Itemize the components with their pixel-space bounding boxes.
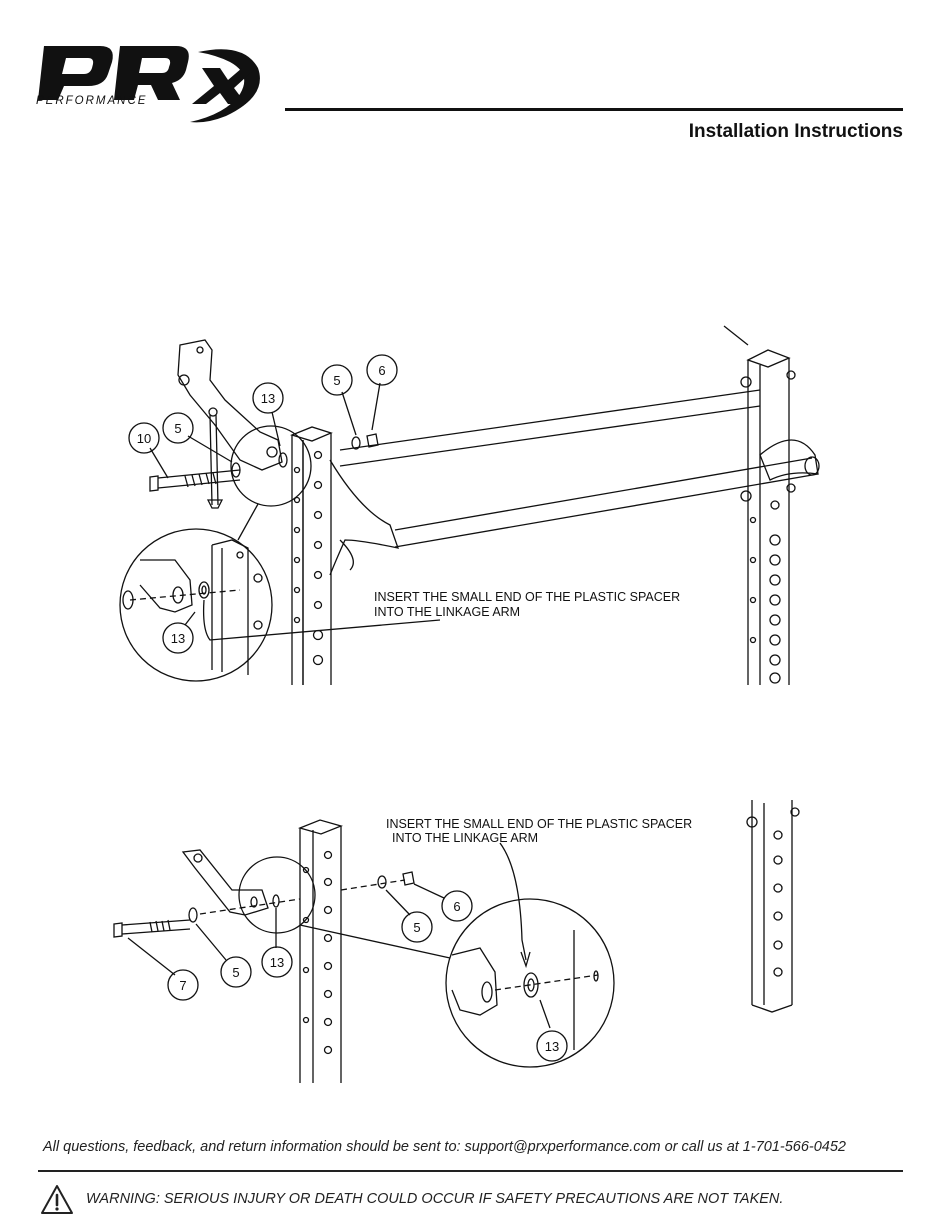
top-note-line2: INTO THE LINKAGE ARM — [374, 605, 520, 619]
figure-bottom — [113, 800, 800, 1083]
warning-text: WARNING: SERIOUS INJURY OR DEATH COULD O… — [86, 1191, 784, 1207]
top-note-line1: INSERT THE SMALL END OF THE PLASTIC SPAC… — [374, 590, 680, 604]
top-crossbars — [339, 389, 820, 548]
balloon-bottom-detail-13: 13 — [545, 1039, 559, 1054]
bottom-left-upright — [297, 819, 344, 1083]
bottom-linkage-arm — [181, 849, 269, 916]
top-linkage-arm — [177, 339, 283, 471]
bottom-balloons — [167, 890, 568, 1062]
bottom-note-line1: INSERT THE SMALL END OF THE PLASTIC SPAC… — [386, 817, 692, 831]
prx-logo-mark: PERFORMANCE — [36, 46, 260, 123]
figure-top — [119, 325, 820, 685]
top-note-leader — [202, 599, 441, 641]
bottom-detail-circle — [445, 898, 615, 1068]
page-title: Installation Instructions — [688, 121, 903, 142]
top-right-plate — [759, 439, 819, 481]
warning-icon — [41, 1185, 73, 1214]
top-balloons — [128, 354, 398, 654]
balloon-top-detail-13: 13 — [171, 631, 185, 646]
top-detail-circle — [119, 528, 273, 682]
warning-row: WARNING: SERIOUS INJURY OR DEATH COULD O… — [40, 1183, 910, 1219]
balloon-bottom-5b: 5 — [413, 920, 420, 935]
top-zoom-circle — [230, 425, 312, 507]
logo-tagline: PERFORMANCE — [36, 95, 147, 107]
top-right-upright — [723, 325, 796, 685]
balloon-top-13: 13 — [261, 391, 275, 406]
balloon-top-5b: 5 — [333, 373, 340, 388]
balloon-bottom-5a: 5 — [232, 965, 239, 980]
balloon-top-10: 10 — [137, 431, 151, 446]
balloon-bottom-13: 13 — [270, 955, 284, 970]
bottom-right-upright — [751, 800, 793, 1013]
balloon-bottom-6: 6 — [453, 899, 460, 914]
header-rule — [285, 108, 903, 111]
balloon-bottom-7: 7 — [179, 978, 186, 993]
bottom-zoom-circle — [238, 856, 316, 934]
balloon-top-6: 6 — [378, 363, 385, 378]
balloon-top-5a: 5 — [174, 421, 181, 436]
top-left-upright — [290, 426, 333, 685]
top-left-gusset — [329, 459, 399, 576]
prx-logo: PERFORMANCE — [30, 38, 270, 128]
footer-rule — [38, 1170, 903, 1172]
bottom-note-line2: INTO THE LINKAGE ARM — [392, 831, 538, 845]
footer-contact: All questions, feedback, and return info… — [43, 1139, 847, 1155]
